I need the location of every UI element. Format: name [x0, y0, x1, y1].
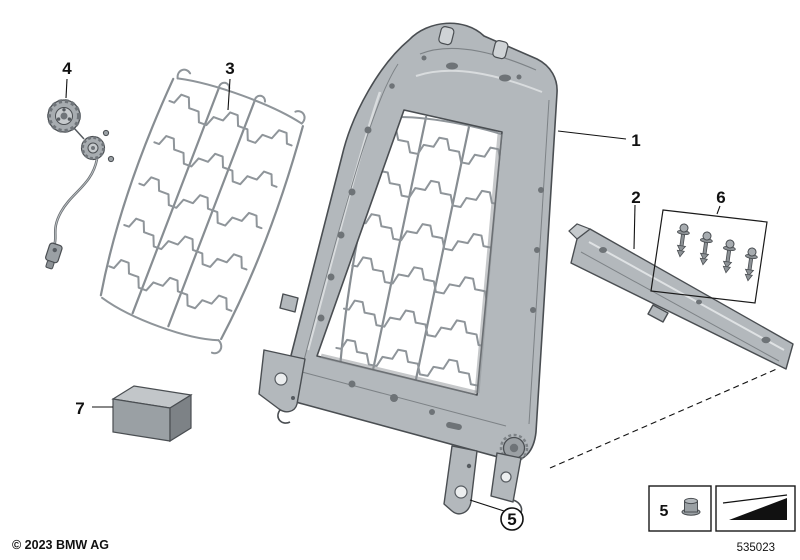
legend-fastener-box: 5	[648, 485, 712, 532]
leader-line-3	[227, 78, 231, 111]
callout-2[interactable]: 2	[631, 188, 640, 207]
legend-symbol-box	[715, 485, 796, 532]
mat-wires-left	[99, 68, 306, 355]
parts-box	[111, 385, 193, 443]
backrest-frame	[258, 22, 558, 519]
rivet-2	[699, 231, 713, 266]
headrest-guides	[438, 26, 509, 60]
callout-5-circled[interactable]: 5	[500, 507, 524, 531]
crossmember-bracket	[568, 223, 794, 370]
rivet-3	[722, 239, 736, 274]
alignment-dashed-line	[549, 367, 780, 469]
callout-5-label: 5	[507, 510, 516, 529]
wedge-icon	[729, 498, 787, 520]
side-bracket-tab	[279, 293, 299, 313]
leader-line-1	[557, 130, 627, 140]
rivet-4	[744, 247, 758, 282]
lumbar-adjuster	[45, 99, 115, 270]
callout-7[interactable]: 7	[75, 399, 84, 418]
leader-line-2	[633, 204, 636, 250]
grommet-icon	[681, 497, 701, 516]
leader-line-5	[469, 499, 505, 512]
recliner-hub	[499, 433, 529, 463]
frame-shading	[301, 47, 550, 427]
frame-body	[283, 22, 558, 462]
adjuster-gear-small	[80, 135, 106, 161]
frame-feet	[258, 349, 523, 519]
cable-end-fitting	[45, 242, 63, 270]
frame-holes	[317, 55, 544, 431]
callouts: 4 3 1 2 6 7 5	[62, 59, 726, 531]
leader-line-6	[716, 205, 721, 215]
fastener-box-outline	[650, 209, 768, 304]
legend-fastener-number: 5	[660, 503, 669, 520]
diagram-number: 535023	[737, 542, 775, 554]
fastener-set	[650, 209, 768, 304]
bowden-cable	[52, 158, 99, 247]
rivet-1	[676, 223, 690, 258]
spring-mat	[99, 68, 306, 355]
callout-1[interactable]: 1	[631, 131, 640, 150]
callout-3[interactable]: 3	[225, 59, 234, 78]
callout-4[interactable]: 4	[62, 59, 72, 78]
adjuster-gear-large	[47, 99, 81, 133]
leader-line-4	[65, 78, 68, 99]
callout-6[interactable]: 6	[716, 188, 725, 207]
leader-lines	[65, 78, 780, 512]
copyright-text: © 2023 BMW AG	[12, 538, 109, 552]
